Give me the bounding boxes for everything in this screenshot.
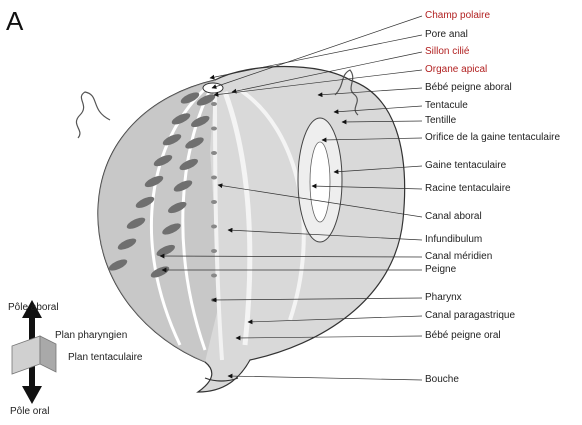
comb-plate [211, 274, 217, 278]
label-11: Infundibulum [425, 234, 482, 246]
label-10: Canal aboral [425, 211, 482, 223]
label-3: Organe apical [425, 64, 487, 76]
label-8: Gaine tentaculaire [425, 160, 506, 172]
orientation-axis [12, 300, 56, 404]
comb-plate [211, 127, 217, 131]
label-2: Sillon cilié [425, 46, 469, 58]
label-15: Canal paragastrique [425, 310, 515, 322]
top-pole-label: Pôle aboral [8, 302, 59, 314]
label-1: Pore anal [425, 29, 468, 41]
label-12: Canal méridien [425, 251, 492, 263]
label-6: Tentille [425, 115, 456, 127]
comb-plate [211, 225, 217, 229]
label-14: Pharynx [425, 292, 462, 304]
comb-plate [211, 249, 217, 253]
pharyngeal-plane-label: Plan pharyngien [55, 330, 127, 342]
tentacular-plane-label: Plan tentaculaire [68, 352, 143, 364]
label-9: Racine tentaculaire [425, 183, 511, 195]
label-0: Champ polaire [425, 10, 490, 22]
label-16: Bébé peigne oral [425, 330, 501, 342]
tentacle-left [76, 92, 110, 138]
comb-plate [211, 151, 217, 155]
label-4: Bébé peigne aboral [425, 82, 512, 94]
bottom-pole-label: Pôle oral [10, 406, 49, 418]
comb-plate [211, 102, 217, 106]
label-17: Bouche [425, 374, 459, 386]
label-13: Peigne [425, 264, 456, 276]
comb-plate [211, 200, 217, 204]
label-7: Orifice de la gaine tentaculaire [425, 132, 560, 144]
label-5: Tentacule [425, 100, 468, 112]
leader-line-17 [228, 376, 422, 380]
comb-plate [211, 176, 217, 180]
